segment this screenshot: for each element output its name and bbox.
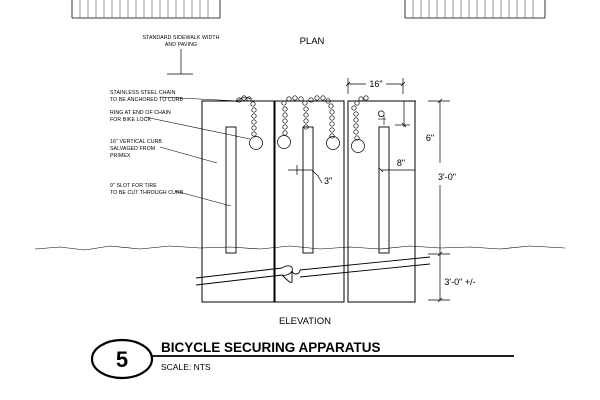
chain-middle-left: [277, 95, 309, 149]
sidewalk-note-line-1: STANDARD SIDEWALK WIDTH: [143, 35, 220, 41]
elevation-label: ELEVATION: [279, 316, 331, 327]
note-chain-line-1: STAINLESS STEEL CHAIN: [110, 90, 176, 96]
note-slot-leader: [174, 190, 232, 207]
chain-middle-right: [308, 95, 340, 150]
note-ring-leader: [144, 116, 251, 140]
width-dimension: [345, 78, 406, 94]
width-dimension-label: 16": [369, 79, 382, 89]
note-curb-line-2: SALVAGED FROM: [110, 146, 155, 152]
centerline-symbol: C: [378, 109, 385, 119]
sidewalk-note-line-2: AND PAVING: [165, 42, 197, 48]
plan-label: PLAN: [300, 36, 325, 47]
plan-fragment-left: [71, 0, 221, 19]
note-slot-line-1: 9" SLOT FOR TIRE: [110, 183, 157, 189]
sidewalk-leader: [167, 49, 193, 75]
chain-left: [235, 95, 263, 150]
note-ring-line-2: FOR BIKE LOCK: [110, 117, 152, 123]
chain-right: [351, 95, 369, 153]
detail-scale: SCALE: NTS: [161, 362, 211, 372]
slot-width-dimension: [288, 165, 323, 184]
height-below-label: 3'-0" +/-: [444, 277, 475, 287]
slot-offset-dimension: [378, 167, 415, 173]
offset-dimension: [395, 100, 416, 128]
pipe: [195, 256, 431, 286]
note-chain-line-2: TO BE ANCHORED TO CURB: [110, 97, 184, 103]
plan-fragment-right: [404, 0, 546, 19]
detail-number: 5: [116, 347, 128, 372]
note-curb-line-1: 16" VERTICAL CURB: [110, 139, 162, 145]
height-dimension: [428, 98, 450, 303]
note-ring-line-1: RING AT END OF CHAIN: [110, 110, 171, 116]
note-slot-line-2: TO BE CUT THROUGH CURB: [110, 190, 184, 196]
slot-width-label: 3": [324, 176, 332, 186]
note-chain-leader: [159, 96, 239, 102]
curb-right: [347, 100, 416, 303]
detail-number-bubble: [90, 338, 154, 380]
note-curb-line-3: PRIMEX: [110, 153, 131, 159]
slot-offset-label: 8": [397, 158, 405, 168]
height-above-label: 3'-0": [438, 172, 456, 182]
note-curb-leader: [159, 146, 218, 164]
offset-dimension-label: 6": [426, 133, 434, 143]
detail-title: BICYCLE SECURING APPARATUS: [161, 340, 381, 355]
ground-line: [34, 245, 566, 251]
